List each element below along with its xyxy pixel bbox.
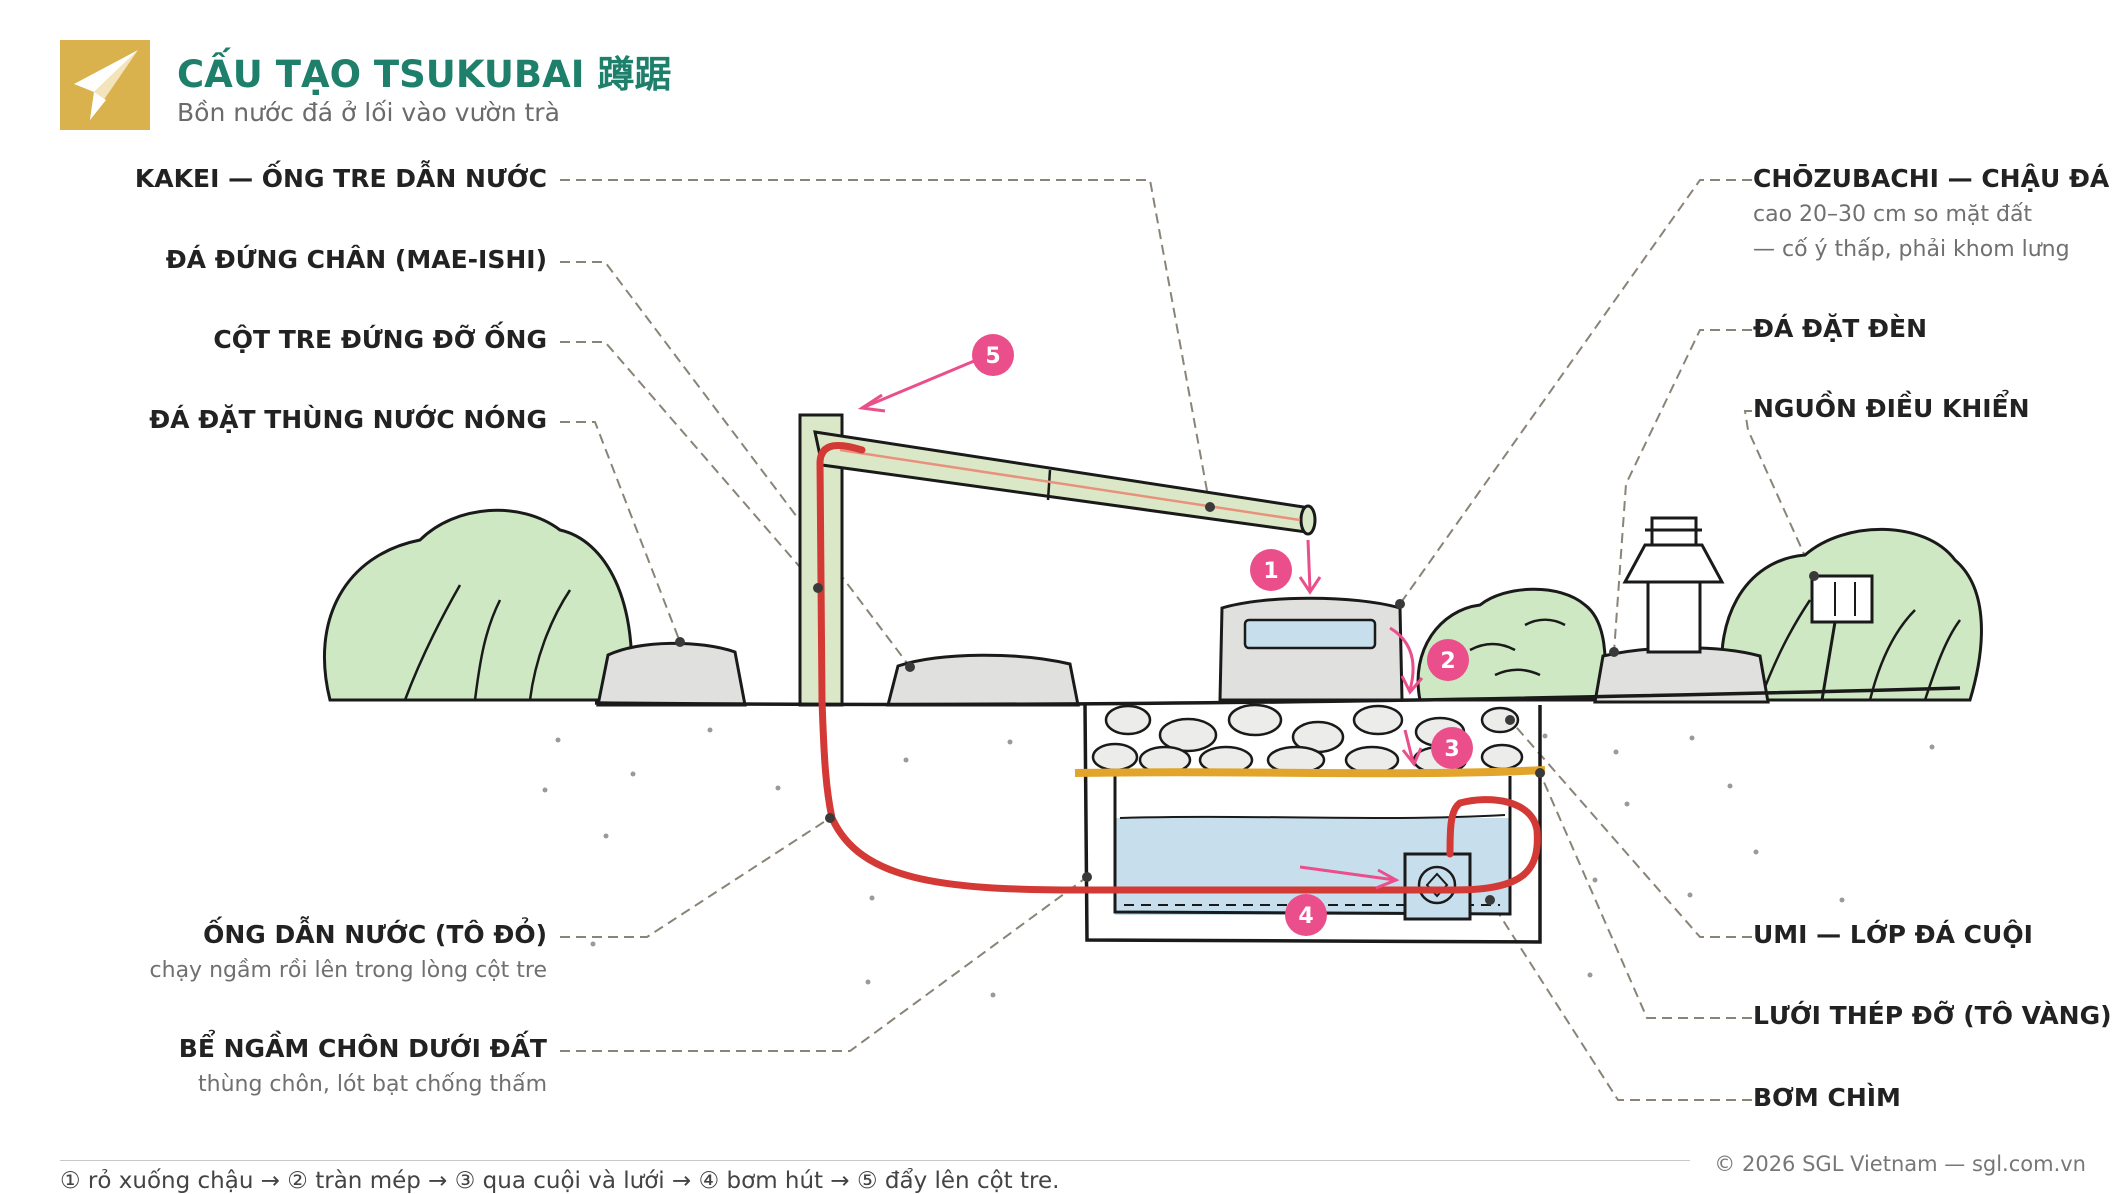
stone-mae-ishi: [886, 653, 1080, 707]
step-4-label: 4: [1298, 904, 1313, 929]
step-3-label: 3: [1444, 737, 1459, 762]
step-1-label: 1: [1263, 559, 1278, 584]
flow-arrows: [857, 354, 1424, 890]
step-5-label: 5: [985, 344, 1000, 369]
label-mesh: LƯỚI THÉP ĐỠ (TÔ VÀNG): [1753, 1001, 2112, 1030]
note-chozubachi-height: cao 20–30 cm so mặt đất: [1753, 202, 2033, 227]
step-marker-1: 1: [1250, 549, 1292, 591]
footer-copyright: © 2026 SGL Vietnam — sgl.com.vn: [1714, 1152, 2086, 1176]
brand-logo: [60, 40, 150, 130]
label-bamboo-post: CỘT TRE ĐỨNG ĐỠ ỐNG: [213, 325, 547, 354]
label-reservoir: BỂ NGẦM CHÔN DƯỚI ĐẤT: [178, 1034, 547, 1063]
stone-hot-water: [596, 641, 747, 707]
label-water-pipe: ỐNG DẪN NƯỚC (TÔ ĐỎ): [203, 920, 547, 949]
footer-steps: ① rỏ xuống chậu → ② tràn mép → ③ qua cuộ…: [60, 1168, 1060, 1194]
note-chozubachi-low: — cố ý thấp, phải khom lưng: [1753, 237, 2070, 262]
leader-dots: [675, 502, 1819, 905]
page-title: CẤU TẠO TSUKUBAI 蹲踞: [177, 53, 672, 96]
control-box: [1810, 574, 1874, 701]
footer-divider: [60, 1160, 1690, 1161]
label-lantern-stone: ĐÁ ĐẶT ĐÈN: [1753, 314, 1927, 343]
steel-mesh: [1074, 766, 1546, 778]
label-chozubachi: CHŌZUBACHI — CHẬU ĐÁ: [1753, 164, 2110, 193]
step-marker-2: 2: [1427, 639, 1469, 681]
label-pump: BƠM CHÌM: [1753, 1083, 1901, 1112]
label-mae-ishi: ĐÁ ĐỨNG CHÂN (MAE-ISHI): [165, 245, 547, 274]
soil-speckles: [542, 727, 1935, 998]
label-control-source: NGUỒN ĐIỀU KHIỂN: [1753, 394, 2030, 423]
red-water-pipe: [816, 441, 1541, 894]
lantern: [1622, 516, 1725, 654]
bamboo-kakei: [798, 413, 1317, 707]
step-2-label: 2: [1440, 649, 1455, 674]
label-hot-water-stone: ĐÁ ĐẶT THÙNG NƯỚC NÓNG: [149, 405, 547, 434]
step-marker-5: 5: [972, 334, 1014, 376]
note-water-pipe: chạy ngầm rồi lên trong lòng cột tre: [149, 958, 547, 983]
note-reservoir: thùng chôn, lót bạt chống thấm: [198, 1072, 547, 1097]
ground-line: [594, 686, 1961, 707]
step-marker-4: 4: [1285, 894, 1327, 936]
step-marker-3: 3: [1431, 727, 1473, 769]
chozubachi-basin: [1218, 596, 1404, 702]
label-umi: UMI — LỚP ĐÁ CUỘI: [1753, 920, 2033, 949]
leader-lines: [560, 179, 1815, 1101]
pebble-layer: [1091, 703, 1524, 775]
label-kakei: KAKEI — ỐNG TRE DẪN NƯỚC: [134, 164, 547, 193]
paper-plane-icon: [74, 50, 138, 120]
page-subtitle: Bồn nước đá ở lối vào vườn trà: [177, 98, 560, 127]
shrub-left: [322, 508, 634, 702]
